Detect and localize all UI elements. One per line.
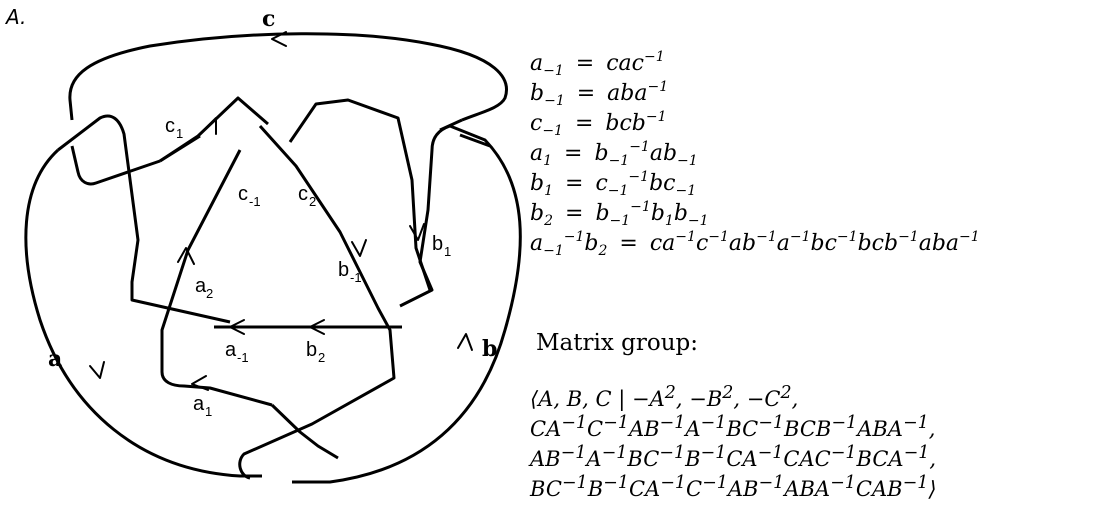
svg-text:b: b (306, 339, 317, 361)
presentation-line: BC−1B−1CA−1C−1AB−1ABA−1CAB−1⟩ (530, 473, 937, 501)
arrow-b-outer (457, 333, 473, 351)
relation-line: c−1 = bcb−1 (530, 109, 667, 139)
svg-text:a: a (195, 275, 207, 297)
relation-line: b1 = c−1−1bc−1 (530, 169, 697, 199)
strand-inner-c-neg1 (288, 98, 432, 291)
strand-b-right-top (459, 133, 491, 148)
arrow-b2 (309, 319, 325, 335)
svg-text:1: 1 (444, 244, 451, 259)
svg-text:a: a (193, 393, 205, 415)
relation-line: a−1 = cac−1 (530, 49, 665, 79)
strand-a-upper (57, 114, 231, 324)
svg-text:1: 1 (176, 126, 183, 141)
arrow-c2 (351, 239, 367, 257)
strand-inner-upper-left (159, 134, 201, 163)
knot-diagram: A. c a b c 1 c -1 c 2 b 1 a 2 (4, 5, 522, 484)
svg-text:c: c (298, 183, 308, 205)
label-b2: b 2 (306, 339, 325, 365)
arrow-c1 (203, 117, 217, 135)
relation-line: b2 = b−1−1b1b−1 (530, 199, 709, 229)
label-a-outer: a (48, 346, 62, 372)
relation-line: b−1 = aba−1 (530, 79, 669, 109)
label-b1: b 1 (432, 233, 451, 259)
strand-inner-triangle-left (160, 149, 273, 407)
matrix-group-title: Matrix group: (536, 330, 698, 356)
label-c-neg1: c -1 (238, 183, 261, 209)
strand-inner-bottom-left (270, 403, 339, 460)
label-a-neg1: a -1 (225, 339, 249, 365)
strand-c-top-loop (68, 32, 508, 122)
arrow-a1 (191, 375, 209, 391)
arrow-a-neg1 (229, 319, 245, 335)
label-b-outer: b (482, 336, 497, 362)
svg-text:c: c (165, 115, 175, 137)
svg-text:-1: -1 (350, 270, 362, 285)
svg-text:2: 2 (318, 350, 325, 365)
strand-c-left-descent (70, 145, 161, 186)
svg-text:1: 1 (205, 404, 212, 419)
label-c-outer: c (262, 6, 275, 32)
svg-text:2: 2 (206, 286, 213, 301)
svg-text:c: c (238, 183, 248, 205)
presentation-line: CA−1C−1AB−1A−1BC−1BCB−1ABA−1, (530, 413, 936, 441)
label-a1: a 1 (193, 393, 212, 419)
label-c1: c 1 (165, 115, 183, 141)
arrow-a2 (177, 247, 195, 265)
svg-text:-1: -1 (249, 194, 261, 209)
relation-line: a−1−1b2 = ca−1c−1ab−1a−1bc−1bcb−1aba−1 (530, 229, 980, 259)
svg-text:2: 2 (309, 194, 316, 209)
arrow-c-top (271, 31, 287, 47)
arrow-a-outer (89, 361, 105, 379)
label-b-neg1: b -1 (338, 259, 362, 285)
svg-text:-1: -1 (237, 350, 249, 365)
presentation-line: ⟨A, B, C | −A2, −B2, −C2, (530, 383, 799, 411)
svg-text:a: a (225, 339, 237, 361)
strand-b-outer (292, 124, 522, 484)
relations-list: a−1 = cac−1 b−1 = aba−1 c−1 = bcb−1 a1 =… (530, 42, 1090, 259)
label-c2: c 2 (298, 183, 316, 209)
relation-line: a1 = b−1−1ab−1 (530, 139, 698, 169)
strand-inner-triangle-right (238, 124, 396, 480)
arrow-b1 (409, 223, 425, 241)
strand-a-outer (24, 148, 262, 478)
svg-text:b: b (338, 259, 349, 281)
svg-text:b: b (432, 233, 443, 255)
presentation-line: AB−1A−1BC−1B−1CA−1CAC−1BCA−1, (530, 443, 937, 471)
group-presentation: ⟨A, B, C | −A2, −B2, −C2, CA−1C−1AB−1A−1… (530, 378, 1095, 501)
label-a2: a 2 (195, 275, 213, 301)
panel-label: A. (4, 5, 26, 29)
